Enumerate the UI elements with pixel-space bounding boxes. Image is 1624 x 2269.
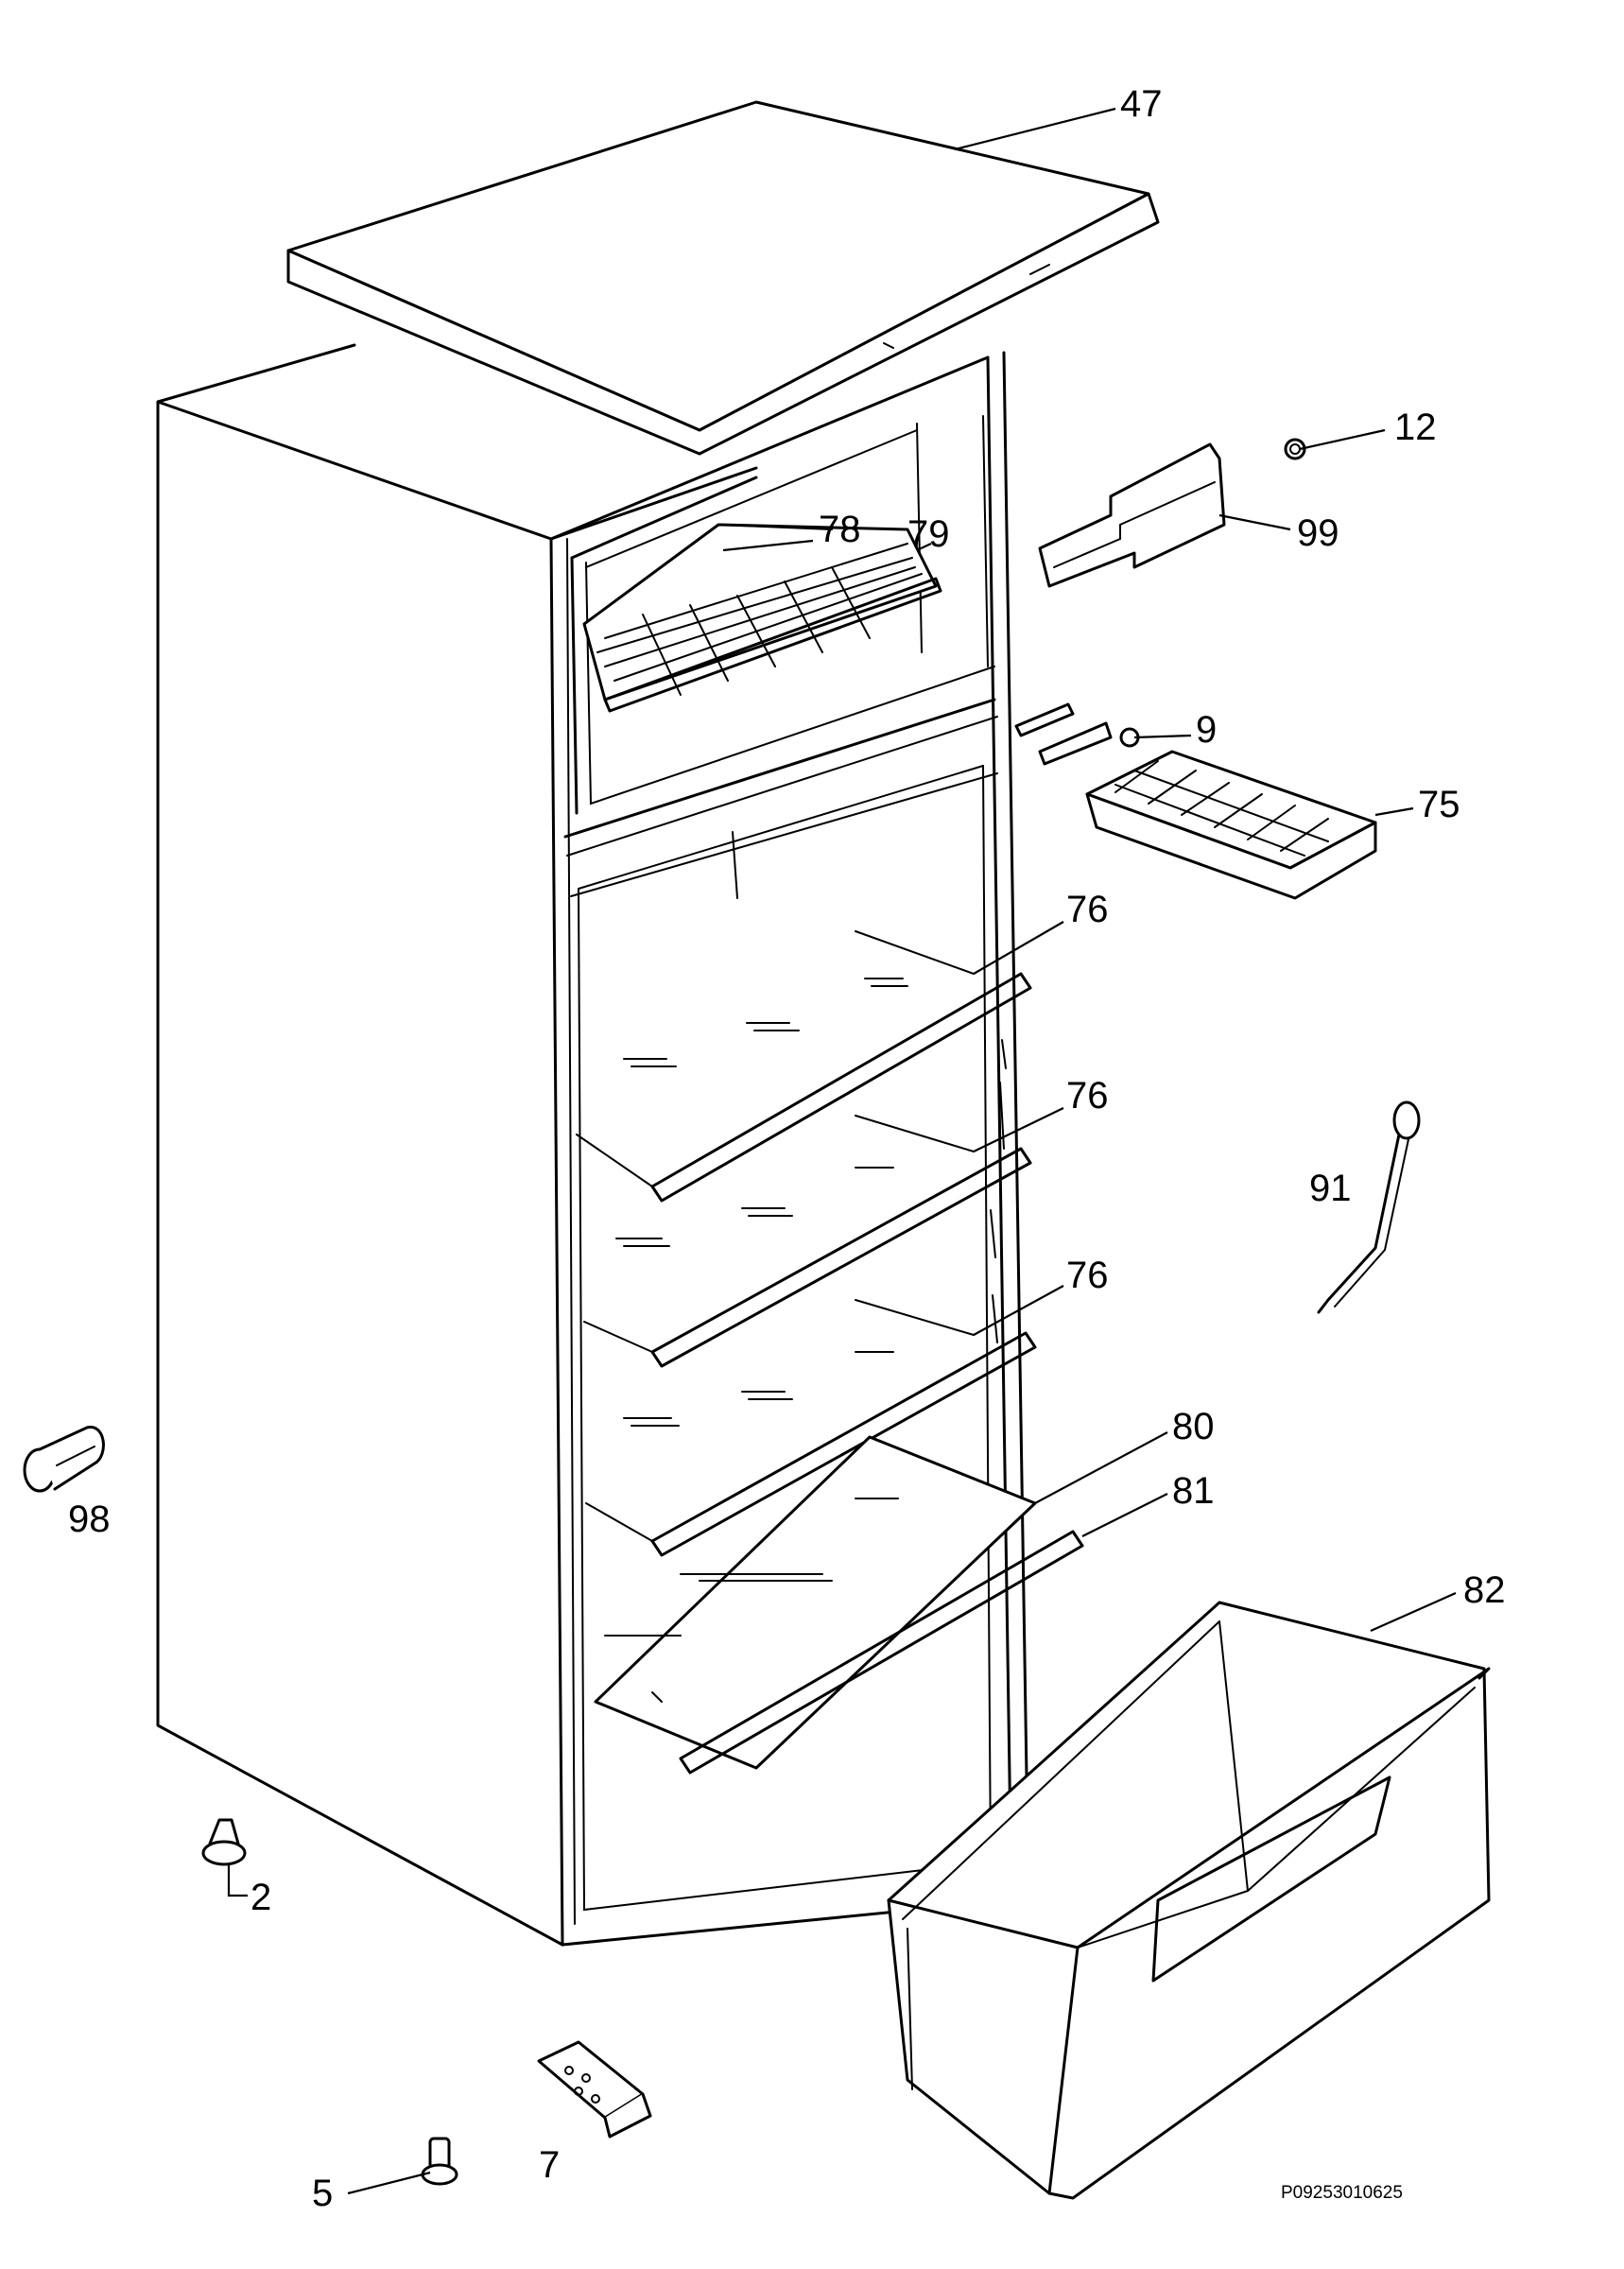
callout-99: 99 (1297, 512, 1339, 554)
callout-2: 2 (251, 1877, 271, 1918)
callout-76-middle: 76 (1066, 1075, 1109, 1117)
glass-shelf-1 (576, 930, 1032, 1203)
cabinet-body (156, 343, 1030, 1947)
crisper-drawer (887, 1601, 1491, 2200)
callout-91: 91 (1309, 1168, 1352, 1209)
callout-76-bottom: 76 (1066, 1255, 1109, 1296)
foot-5 (421, 2137, 458, 2186)
fridge-compartment (578, 765, 1007, 1912)
freezer-wire-shelf (582, 523, 942, 713)
drawing-code: P09253010625 (1281, 2183, 1403, 2203)
hinge-bracket (1014, 702, 1140, 766)
callout-76-top: 76 (1066, 889, 1109, 930)
callout-79: 79 (907, 513, 950, 555)
callout-47: 47 (1120, 83, 1163, 125)
bracket-7 (537, 2040, 652, 2139)
callout-7: 7 (539, 2144, 560, 2186)
freezer-compartment (570, 415, 995, 815)
door-handle (1038, 442, 1226, 588)
thermostat-sensor (1317, 1100, 1421, 1314)
callout-81: 81 (1172, 1470, 1215, 1512)
top-cover (286, 100, 1160, 456)
glass-shelf-2 (583, 1115, 1032, 1368)
callout-80: 80 (1172, 1406, 1215, 1447)
callout-82: 82 (1463, 1569, 1506, 1611)
glass-shelf-3 (585, 1299, 1037, 1557)
leader-lines (227, 107, 1457, 2195)
callout-12: 12 (1394, 407, 1437, 448)
callout-78: 78 (819, 509, 861, 550)
callout-labels: 47 12 99 78 79 9 75 76 76 91 76 80 81 98… (68, 83, 1506, 2214)
callout-9: 9 (1196, 709, 1217, 751)
callout-98: 98 (68, 1498, 111, 1540)
ice-tray (1085, 750, 1377, 900)
callout-75: 75 (1418, 784, 1460, 825)
callout-5: 5 (312, 2173, 333, 2214)
clip-98 (23, 1426, 105, 1493)
foot-2 (201, 1818, 247, 1866)
